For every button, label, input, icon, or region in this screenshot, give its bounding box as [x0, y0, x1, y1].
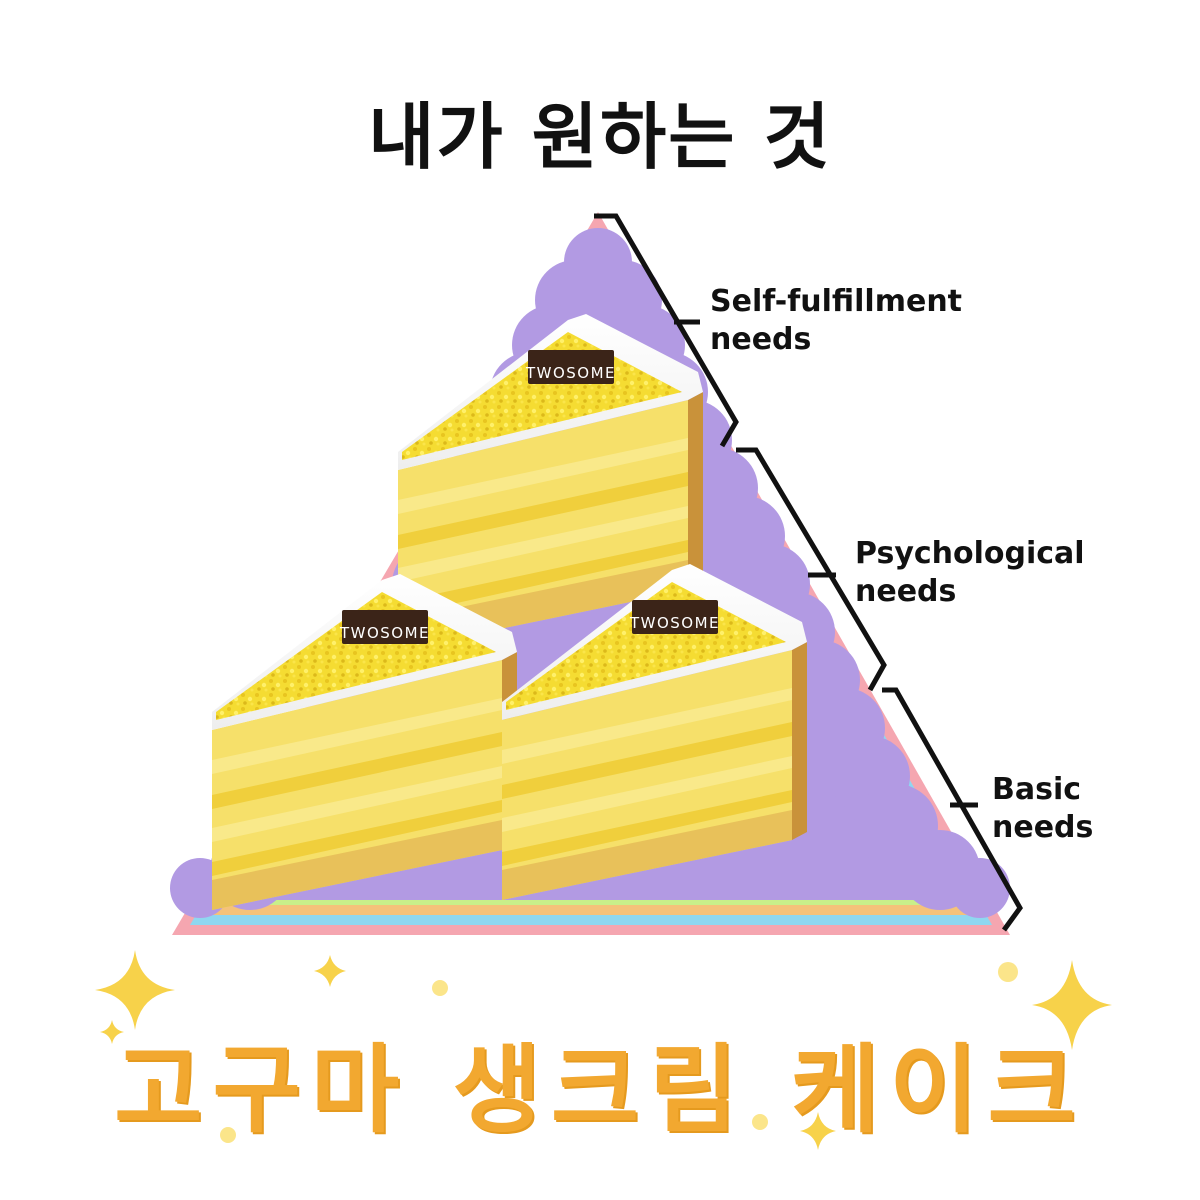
cake-name: 고구마 생크림 케이크: [114, 1033, 1086, 1146]
level-label-basic: Basic needs: [992, 771, 1093, 847]
cake-slice-top: TWOSOME: [398, 314, 703, 650]
cake-brand-label: TWOSOME: [339, 624, 430, 642]
sparkle-icon: [220, 1127, 236, 1143]
cake-slice-left: TWOSOME: [212, 574, 517, 910]
page-title: 내가 원하는 것: [368, 95, 832, 179]
sparkle-icon: [1032, 960, 1112, 1050]
level-label-line2: needs: [855, 574, 957, 609]
sparkles: [95, 950, 1112, 1150]
level-label-line2: needs: [710, 322, 812, 357]
sparkle-icon: [100, 1020, 124, 1044]
sparkle-icon: [998, 962, 1018, 982]
bracket-basic: [882, 687, 1023, 932]
sparkle-icon: [314, 955, 346, 987]
bracket-self-fulfillment: [594, 213, 739, 448]
bracket-psychological: [736, 447, 887, 692]
level-label-self-fulfillment: Self-fulfillment needs: [710, 283, 962, 359]
level-label-line1: Self-fulfillment: [710, 284, 963, 319]
level-label-psychological: Psychological needs: [855, 535, 1085, 611]
cake-brand-label: TWOSOME: [629, 614, 720, 632]
cake-brand-label: TWOSOME: [525, 364, 616, 382]
sparkle-icon: [752, 1114, 768, 1130]
cake-slice-right: TWOSOME: [502, 564, 807, 900]
sparkle-icon: [432, 980, 448, 996]
level-label-line2: needs: [992, 810, 1094, 845]
sparkle-icon: [800, 1112, 836, 1150]
level-label-line1: Basic: [992, 772, 1082, 807]
sparkle-icon: [95, 950, 175, 1030]
level-brackets: [594, 213, 1023, 932]
level-label-line1: Psychological: [855, 536, 1085, 571]
